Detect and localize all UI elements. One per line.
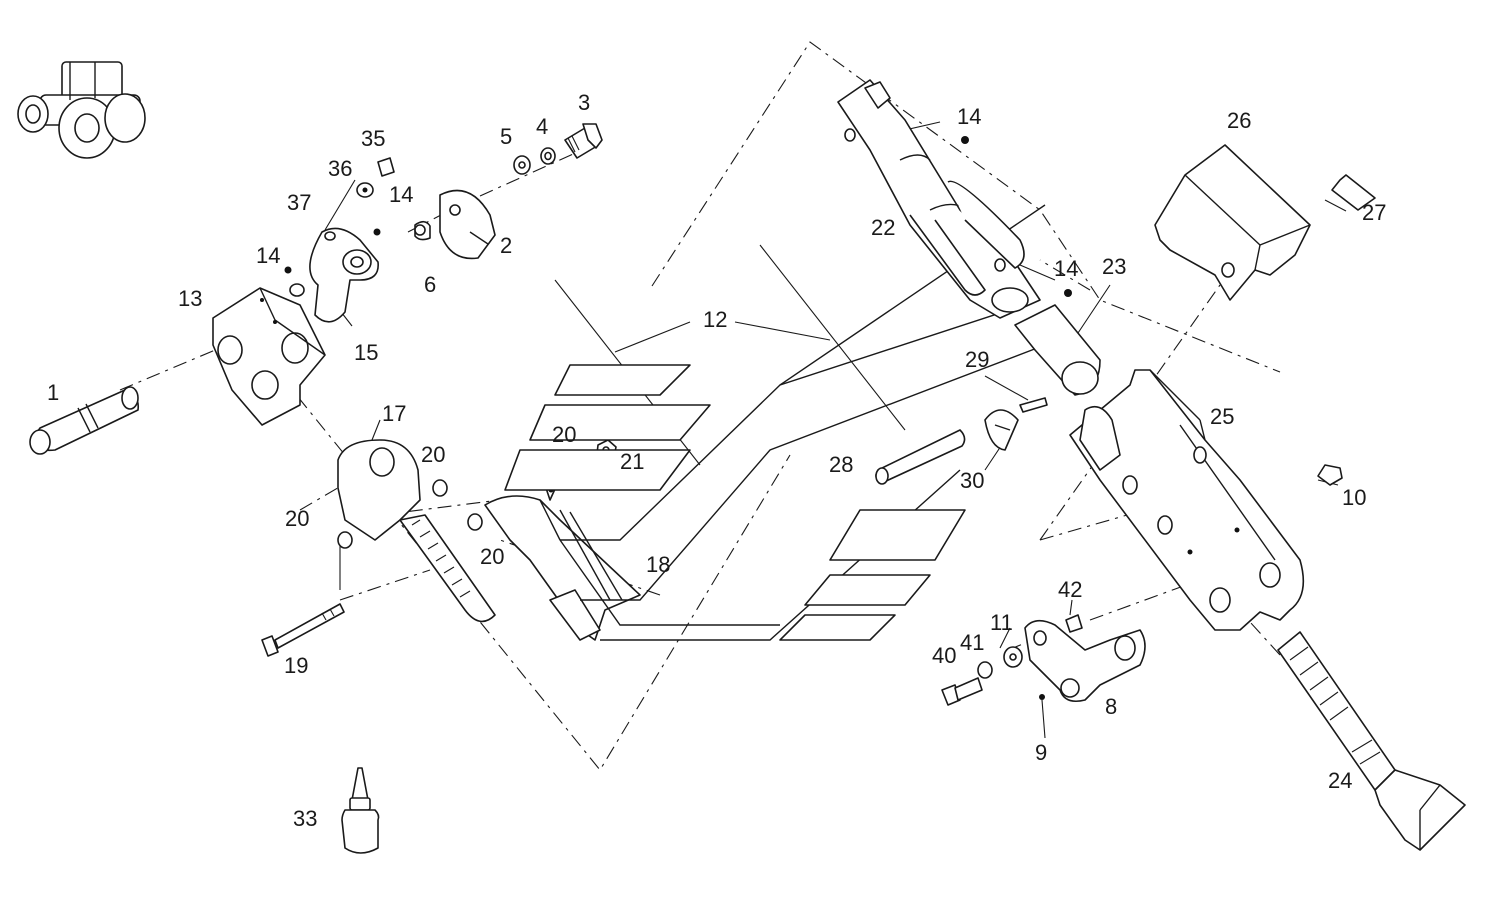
bolt-part-3: [564, 123, 603, 159]
small-hardware-top: [284, 157, 431, 297]
label-20-a: 20: [421, 442, 445, 467]
label-8: 8: [1105, 694, 1117, 719]
label-36: 36: [328, 156, 352, 181]
label-4: 4: [536, 114, 548, 139]
bracket-part-18: [484, 467, 641, 641]
bolt-part-19: [261, 603, 345, 657]
label-41: 41: [960, 630, 984, 655]
label-24: 24: [1328, 768, 1352, 793]
nut-part-42: [1065, 614, 1083, 633]
bolt-part-10: [1317, 464, 1343, 486]
handle-part-22: [837, 79, 1041, 319]
label-29: 29: [965, 347, 989, 372]
sleeve-part-15: [309, 227, 379, 323]
pin-part-1: [29, 386, 140, 455]
label-2: 2: [500, 233, 512, 258]
part-labels: 1 2 3 4 5 6 8 9 10 11 12 13 14 14 14 14 …: [47, 90, 1386, 831]
label-20-d: 20: [552, 422, 576, 447]
pin-part-29: [1019, 397, 1048, 413]
bolt-part-40: [941, 677, 983, 706]
label-1: 1: [47, 380, 59, 405]
tractor-icon: [17, 61, 146, 159]
plate-part-2: [439, 189, 496, 260]
label-42: 42: [1058, 577, 1082, 602]
label-20-b: 20: [285, 506, 309, 531]
sleeve-part-23: [1014, 304, 1101, 396]
adhesive-bottle-part-33: [341, 767, 380, 854]
label-22: 22: [871, 215, 895, 240]
rod-part-24: [1277, 631, 1466, 851]
label-30: 30: [960, 468, 984, 493]
washer-part-41: [977, 661, 993, 679]
label-18: 18: [646, 552, 670, 577]
frame-outline-part-12: [504, 204, 1046, 641]
link-part-25: [1069, 369, 1305, 631]
key-part-27: [1331, 174, 1376, 211]
label-35: 35: [361, 126, 385, 151]
bracket-part-8: [1024, 619, 1146, 703]
label-10: 10: [1342, 485, 1366, 510]
label-28: 28: [829, 452, 853, 477]
bracket-part-13: [212, 287, 326, 426]
label-14-c: 14: [957, 104, 981, 129]
label-3: 3: [578, 90, 590, 115]
washer-part-4: [540, 147, 556, 165]
marker-dots: [961, 136, 1072, 297]
label-27: 27: [1362, 200, 1386, 225]
label-20-c: 20: [480, 544, 504, 569]
label-13: 13: [178, 286, 202, 311]
pin-part-9: [1039, 694, 1045, 700]
label-12: 12: [703, 307, 727, 332]
label-21: 21: [620, 449, 644, 474]
label-19: 19: [284, 653, 308, 678]
label-33: 33: [293, 806, 317, 831]
ring-part-30: [984, 409, 1019, 451]
label-37: 37: [287, 190, 311, 215]
label-9: 9: [1035, 740, 1047, 765]
cover-part-26: [1154, 144, 1311, 301]
label-5: 5: [500, 124, 512, 149]
label-26: 26: [1227, 108, 1251, 133]
label-40: 40: [932, 643, 956, 668]
label-17: 17: [382, 401, 406, 426]
label-14-d: 14: [1054, 256, 1078, 281]
washer-part-11: [1003, 646, 1023, 668]
label-15: 15: [354, 340, 378, 365]
label-14-b: 14: [256, 243, 280, 268]
label-14-a: 14: [389, 182, 413, 207]
label-23: 23: [1102, 254, 1126, 279]
washer-part-5: [513, 155, 531, 175]
label-25: 25: [1210, 404, 1234, 429]
label-11: 11: [990, 610, 1013, 635]
label-6: 6: [424, 272, 436, 297]
pin-part-28: [875, 429, 966, 485]
clevis-part-17: [337, 439, 496, 623]
